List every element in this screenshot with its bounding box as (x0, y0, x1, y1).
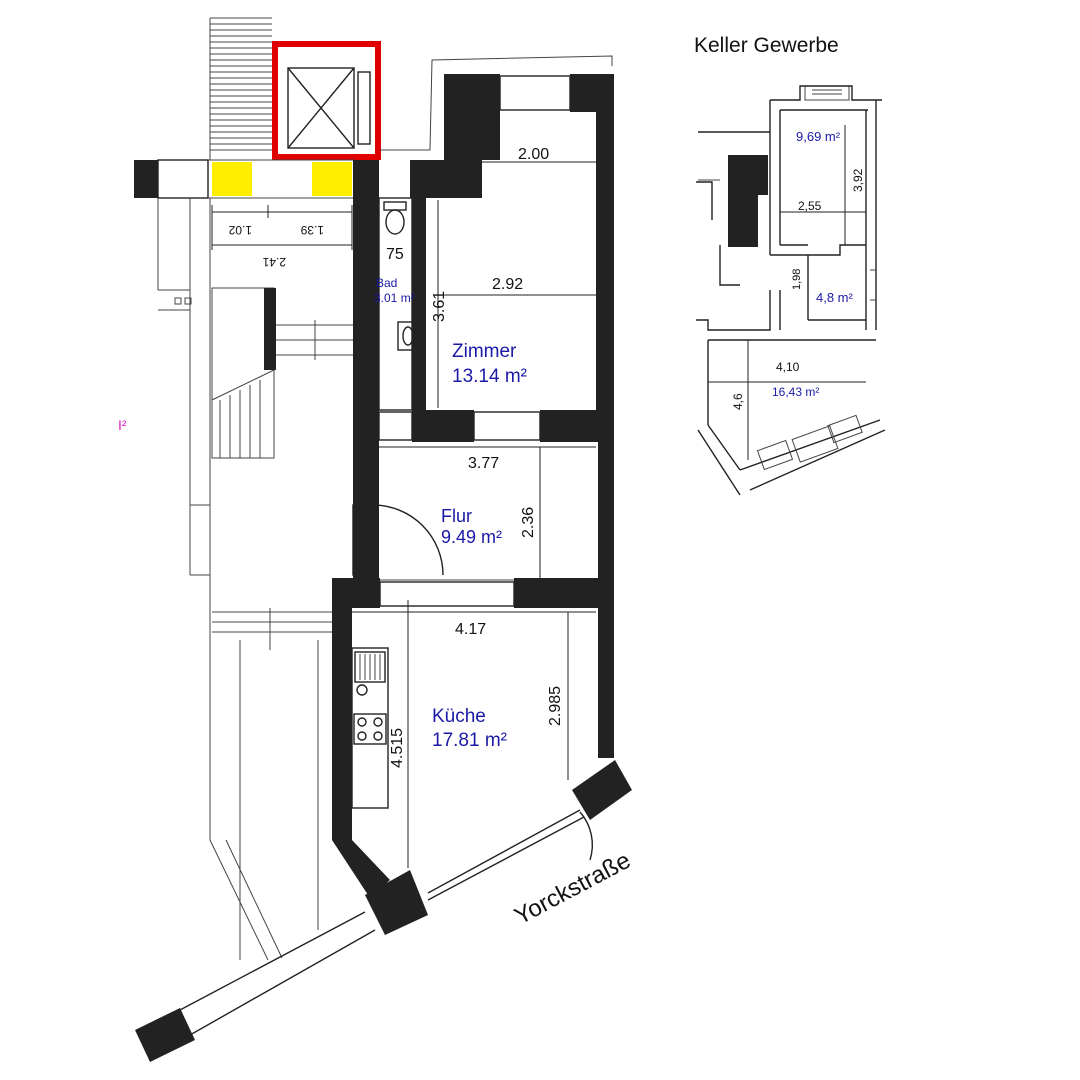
washbasin-icon (397, 321, 417, 351)
room-flur-name: Flur (441, 506, 472, 526)
room-zimmer-area: 13.14 m² (452, 366, 527, 387)
keller-dim-d1: 3,92 (851, 168, 865, 192)
room-kueche-name: Küche (432, 706, 486, 727)
left-hall (135, 198, 376, 1062)
dim-zimmer-height: 3.61 (431, 291, 448, 322)
keller-plan (696, 85, 886, 496)
keller-dim-d4: 4,10 (776, 360, 800, 374)
elevator (272, 41, 381, 160)
street-label: Yorckstraße (510, 847, 635, 931)
dim-bad-width: 75 (386, 246, 404, 263)
toilet-icon (383, 201, 407, 235)
room-flur-area: 9.49 m² (441, 527, 502, 547)
dim-stair-total: 2.41 (262, 255, 286, 269)
dim-stair-a: 1.02 (228, 223, 252, 237)
dim-flur-height: 2.36 (520, 507, 537, 538)
dim-kueche-depth-left: 4.515 (389, 728, 406, 768)
keller-title: Keller Gewerbe (694, 34, 839, 57)
room-zimmer-name: Zimmer (452, 341, 517, 362)
stove-icon (353, 713, 387, 745)
keller-dim-d2: 2,55 (798, 199, 822, 213)
yellow-marker-right (312, 162, 352, 196)
keller-room1-area: 9,69 m² (796, 129, 841, 144)
top-walls (134, 74, 614, 590)
dimension-lines (211, 161, 598, 868)
keller-dim-d5: 4,6 (731, 393, 745, 410)
keller-dim-d3: 1,98 (791, 269, 803, 290)
marker-label: I² (118, 417, 127, 433)
outline-line (380, 55, 613, 151)
stair-hatching (209, 17, 272, 160)
dim-zimmer-top: 2.00 (518, 146, 549, 163)
yellow-marker-left (212, 162, 252, 196)
keller-room2-area: 4,8 m² (816, 290, 854, 305)
dim-zimmer-width: 2.92 (492, 276, 523, 293)
room-bad-name: Bad (376, 276, 397, 290)
room-bad-area: 3.01 m² (374, 291, 415, 305)
dim-stair-b: 1.39 (300, 223, 324, 237)
dim-flur-width: 3.77 (468, 455, 499, 472)
kitchen-counter (351, 647, 389, 809)
keller-room3-area: 16,43 m² (772, 385, 819, 399)
dim-kueche-width: 4.17 (455, 621, 486, 638)
dim-kueche-depth-right: 2.985 (547, 686, 564, 726)
room-kueche-area: 17.81 m² (432, 730, 507, 751)
kueche-walls (332, 578, 632, 935)
bad-zimmer-walls (378, 197, 614, 442)
